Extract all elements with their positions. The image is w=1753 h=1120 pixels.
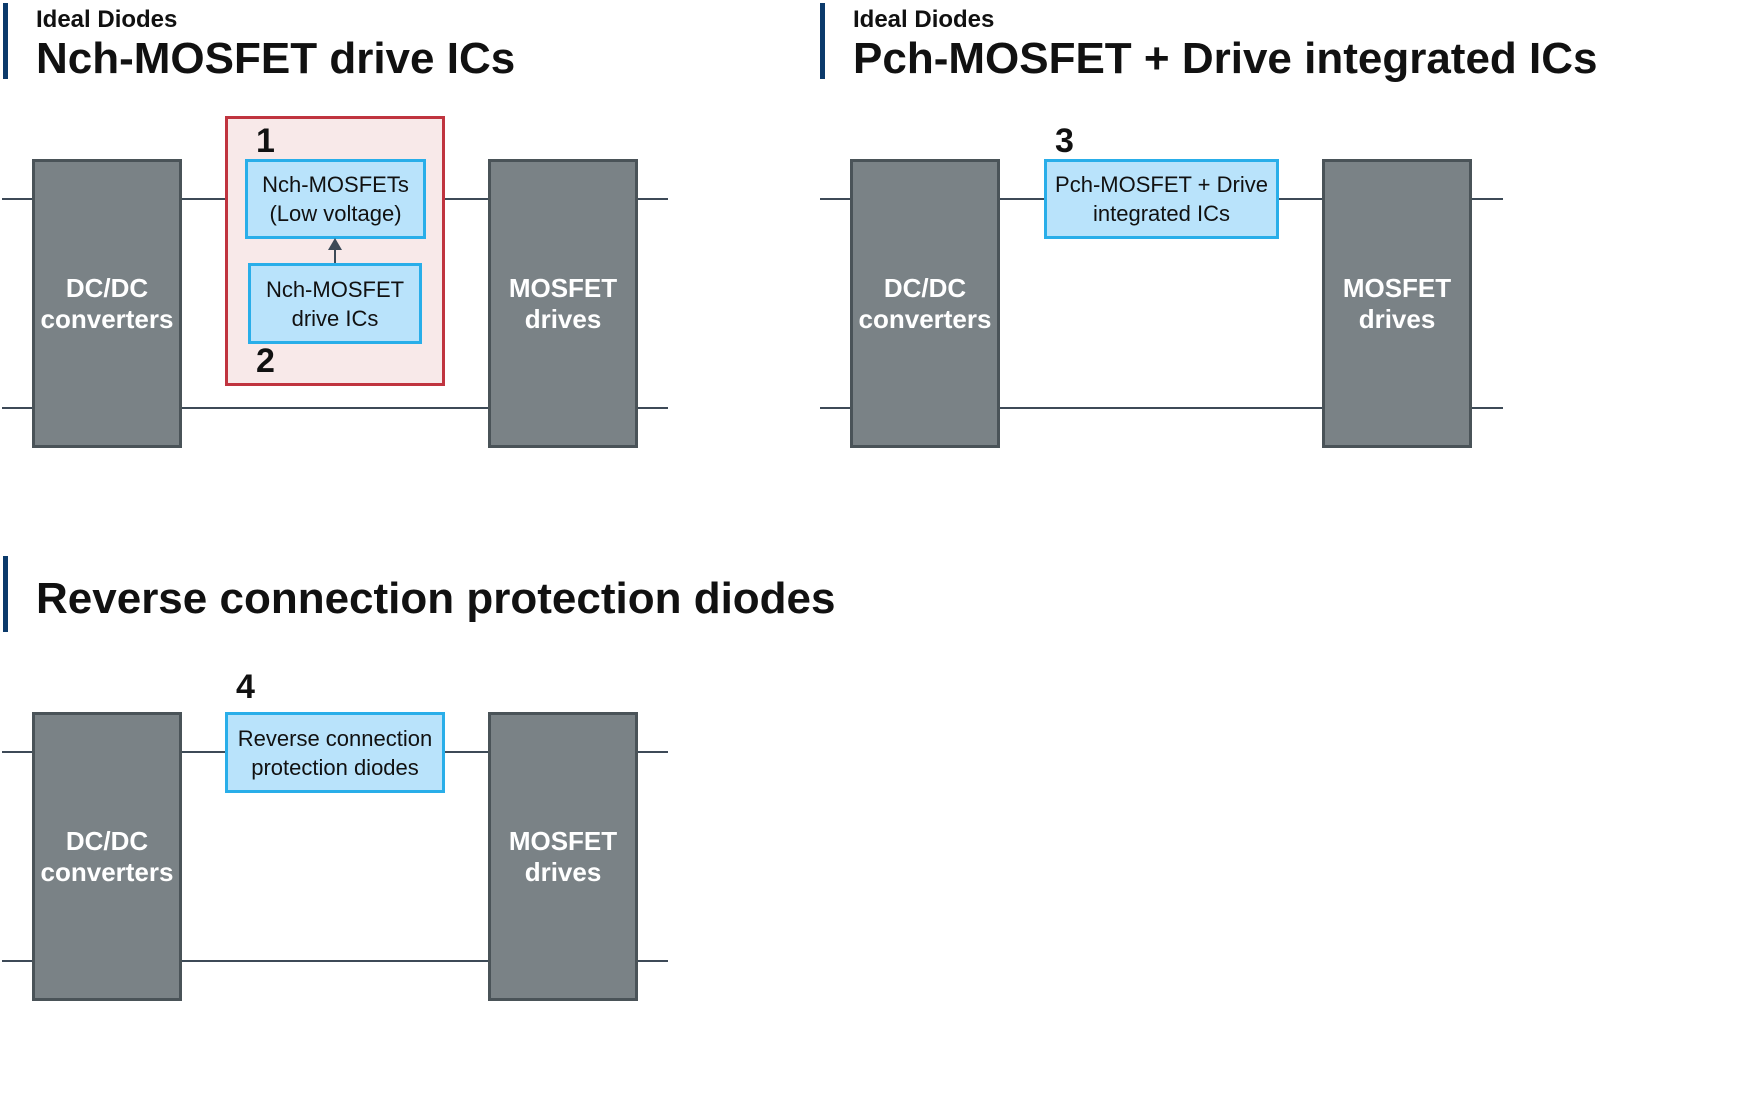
top-rail-left bbox=[2, 198, 34, 200]
callout-number-1: 1 bbox=[256, 122, 275, 160]
arrowhead-icon bbox=[328, 238, 342, 250]
top-rail-mid-right bbox=[443, 751, 490, 753]
bottom-rail-right bbox=[636, 960, 668, 962]
top-rail-mid-right bbox=[424, 198, 490, 200]
top-rail-left bbox=[2, 751, 34, 753]
section-title: Pch-MOSFET + Drive integrated ICs bbox=[853, 34, 1598, 83]
bottom-rail-left bbox=[2, 407, 34, 409]
bottom-rail-right bbox=[1470, 407, 1503, 409]
bottom-rail-right bbox=[636, 407, 668, 409]
top-rail-mid-left bbox=[998, 198, 1046, 200]
section-eyebrow: Ideal Diodes bbox=[853, 6, 995, 33]
bottom-rail-left bbox=[2, 960, 34, 962]
bottom-rail-mid bbox=[180, 960, 490, 962]
bottom-rail-left bbox=[820, 407, 852, 409]
top-rail-right bbox=[1470, 198, 1503, 200]
drive-connector-line bbox=[334, 248, 336, 264]
section-eyebrow: Ideal Diodes bbox=[36, 6, 178, 33]
section-accent-bar bbox=[3, 556, 8, 632]
top-rail-right bbox=[636, 751, 668, 753]
top-rail-mid-left bbox=[180, 751, 227, 753]
bottom-rail-mid bbox=[998, 407, 1324, 409]
section-title: Nch-MOSFET drive ICs bbox=[36, 34, 516, 83]
section-title: Reverse connection protection diodes bbox=[36, 574, 836, 623]
callout-number-3: 3 bbox=[1055, 122, 1074, 160]
top-rail-mid-left bbox=[180, 198, 248, 200]
top-rail-mid-right bbox=[1277, 198, 1324, 200]
callout-number-4: 4 bbox=[236, 668, 255, 706]
top-rail-right bbox=[636, 198, 668, 200]
nch-mosfets-component: Nch-MOSFETs(Low voltage) bbox=[245, 159, 426, 239]
top-rail-left bbox=[820, 198, 852, 200]
section-accent-bar bbox=[820, 3, 825, 79]
callout-number-2: 2 bbox=[256, 342, 275, 380]
bottom-rail-mid bbox=[180, 407, 490, 409]
section-accent-bar bbox=[3, 3, 8, 79]
